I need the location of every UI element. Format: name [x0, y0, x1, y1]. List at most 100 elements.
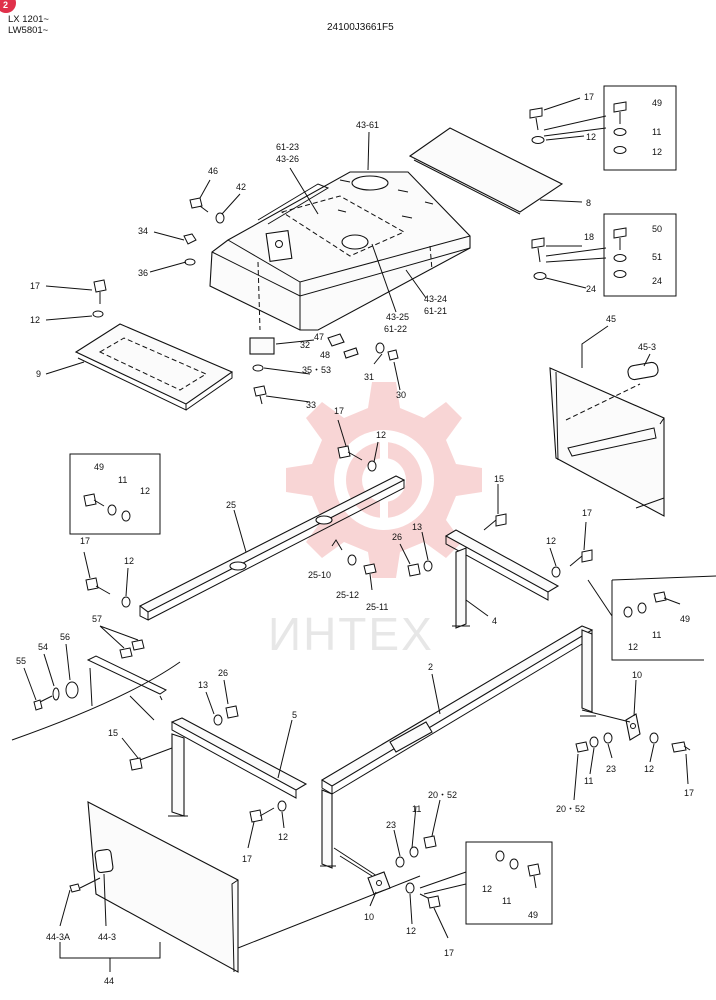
- callout-49: 49: [680, 614, 690, 624]
- callout-17: 17: [444, 948, 454, 958]
- callout-4: 4: [492, 616, 497, 626]
- callout-13: 13: [412, 522, 422, 532]
- front-panel-44: [87, 801, 421, 973]
- callout-61-22: 61-22: [384, 324, 407, 334]
- callout-12: 12: [482, 884, 492, 894]
- callout-11: 11: [118, 475, 127, 485]
- callout-44-3a: 44-3A: [46, 932, 70, 942]
- inset-box-bottom: [419, 841, 553, 925]
- drawing-code: 24100J3661F5: [327, 22, 394, 33]
- callout-51: 51: [652, 252, 662, 262]
- inset-box-left: [69, 453, 161, 535]
- callout-43-24: 43-24: [424, 294, 447, 304]
- callout-25-11: 25-11: [366, 602, 388, 612]
- page-badge: 2: [0, 0, 16, 13]
- model-range-line1: LX 1201~: [8, 14, 49, 25]
- callout-44-3: 44-3: [98, 932, 116, 942]
- callout-55: 55: [16, 656, 26, 666]
- callout-17: 17: [30, 281, 40, 291]
- callout-17: 17: [684, 788, 694, 798]
- part-48-clip: [343, 347, 359, 359]
- callout-49: 49: [528, 910, 538, 920]
- callout-20-52: 20・52: [556, 804, 585, 814]
- side-door-45: [549, 361, 665, 517]
- callout-11: 11: [502, 896, 511, 906]
- callout-25-10: 25-10: [308, 570, 331, 580]
- callout-11: 11: [584, 776, 593, 786]
- leader-lines: [23, 97, 689, 972]
- callout-12: 12: [546, 536, 556, 546]
- callout-11: 11: [652, 127, 661, 137]
- main-frame-2: [320, 625, 596, 879]
- callout-12: 12: [586, 132, 596, 142]
- callout-42: 42: [236, 182, 246, 192]
- callout-35-53: 35・53: [302, 365, 331, 375]
- rail-25: [138, 475, 406, 621]
- callout-10: 10: [632, 670, 642, 680]
- bracket-10-bottom: [367, 871, 391, 895]
- callout-12: 12: [652, 147, 662, 157]
- callout-17: 17: [334, 406, 344, 416]
- callout-23: 23: [386, 820, 396, 830]
- callout-18: 18: [584, 232, 594, 242]
- callout-17: 17: [80, 536, 90, 546]
- callout-12: 12: [124, 556, 134, 566]
- callout-15: 15: [108, 728, 118, 738]
- callout-47: 47: [314, 332, 324, 342]
- callout-36: 36: [138, 268, 148, 278]
- callout-30: 30: [396, 390, 406, 400]
- callout-11: 11: [652, 630, 661, 640]
- callout-8: 8: [586, 198, 591, 208]
- callout-labels: 17 49 12 11 12 8 43-61 61-23 43-26 46 42…: [16, 92, 694, 986]
- callout-12: 12: [406, 926, 416, 936]
- callout-34: 34: [138, 226, 148, 236]
- callout-17: 17: [584, 92, 594, 102]
- cover-plate-8: [408, 127, 564, 215]
- callout-11: 11: [412, 804, 421, 814]
- callout-23: 23: [606, 764, 616, 774]
- callout-46: 46: [208, 166, 218, 176]
- callout-26: 26: [392, 532, 402, 542]
- callout-50: 50: [652, 224, 662, 234]
- inset-box-mid-right: [545, 213, 677, 297]
- callout-44: 44: [104, 976, 114, 986]
- part-47-clip: [327, 333, 345, 347]
- callout-56: 56: [60, 632, 70, 642]
- callout-13: 13: [198, 680, 208, 690]
- callout-57: 57: [92, 614, 102, 624]
- callout-49: 49: [94, 462, 104, 472]
- floor-panel-9: [74, 323, 234, 411]
- watermark-text: ИНТЕХ: [268, 608, 434, 660]
- callout-26: 26: [218, 668, 228, 678]
- callout-31: 31: [364, 372, 374, 382]
- inset-box-top-right: [543, 85, 677, 171]
- callout-25-12: 25-12: [336, 590, 359, 600]
- inset-box-right: [587, 575, 716, 661]
- callout-12: 12: [644, 764, 654, 774]
- callout-43-25: 43-25: [386, 312, 409, 322]
- callout-45-3: 45-3: [638, 342, 656, 352]
- side-rail-left: [11, 655, 181, 741]
- callout-17: 17: [582, 508, 592, 518]
- callout-24: 24: [586, 284, 596, 294]
- callout-33: 33: [306, 400, 316, 410]
- callout-45: 45: [606, 314, 616, 324]
- callout-9: 9: [36, 369, 41, 379]
- callout-12: 12: [628, 642, 638, 652]
- frame-member-4: [444, 529, 560, 629]
- callout-2: 2: [428, 662, 433, 672]
- top-cover: [209, 171, 471, 331]
- callout-20-52: 20・52: [428, 790, 457, 800]
- bracket-10-right: [625, 713, 641, 741]
- callout-61-21: 61-21: [424, 306, 447, 316]
- fasteners: [33, 107, 691, 909]
- callout-61-23: 61-23: [276, 142, 299, 152]
- callout-32: 32: [300, 340, 310, 350]
- callout-12: 12: [376, 430, 386, 440]
- callout-43-61: 43-61: [356, 120, 379, 130]
- callout-43-26: 43-26: [276, 154, 299, 164]
- callout-15: 15: [494, 474, 504, 484]
- callout-48: 48: [320, 350, 330, 360]
- callout-17: 17: [242, 854, 252, 864]
